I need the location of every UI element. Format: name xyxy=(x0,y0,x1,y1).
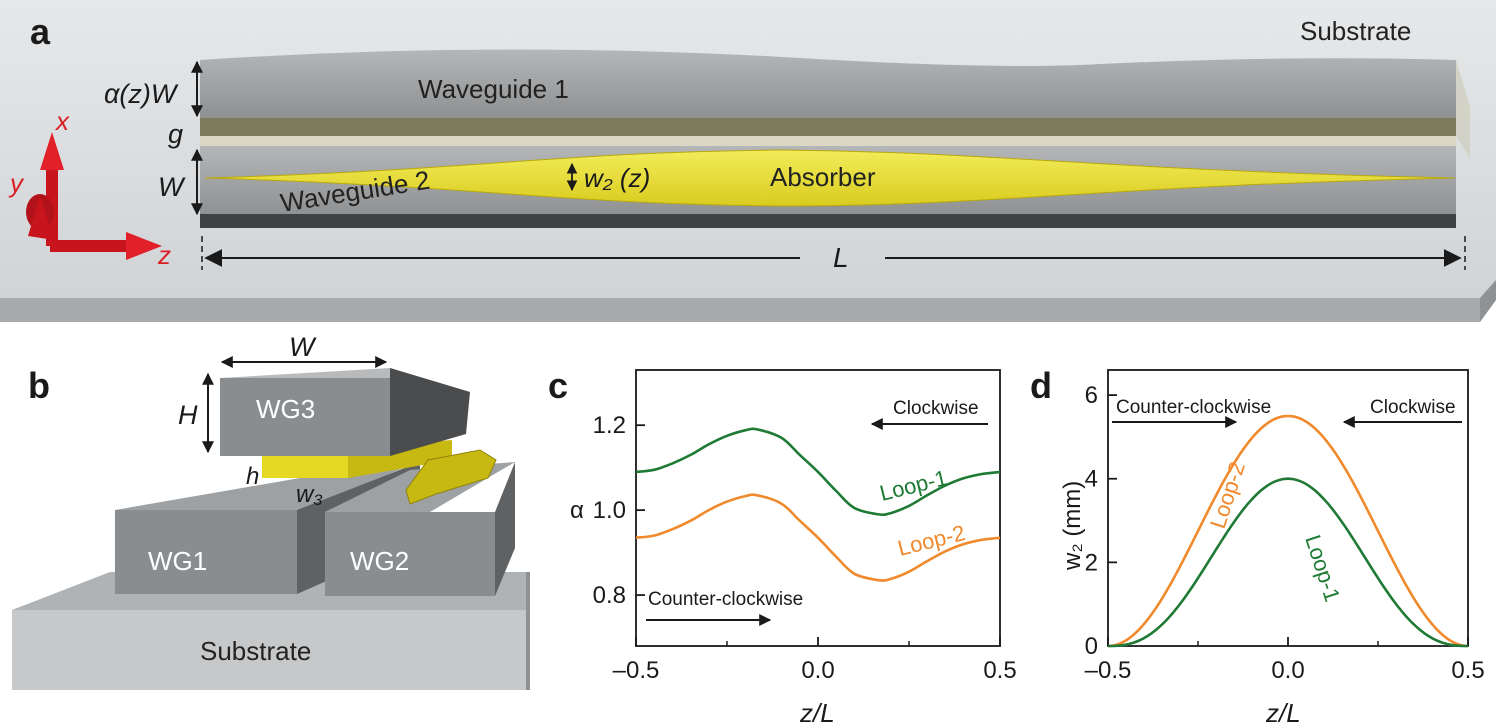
wg2-label: WG2 xyxy=(350,546,409,576)
wg1-block xyxy=(115,510,297,594)
x-tick-label: –0.5 xyxy=(613,657,660,684)
plot-d-lines xyxy=(1107,414,1469,648)
panel-letter-d: d xyxy=(1030,365,1052,406)
plot-c-ylabel: α xyxy=(570,497,584,524)
plot-d-counter-clockwise: Counter-clockwise xyxy=(1116,397,1271,418)
plot-c-clockwise: Clockwise xyxy=(893,398,979,419)
panel-b: b Substrate WG1 WG2 WG3 W H h w₃ xyxy=(12,332,530,690)
waveguide-1-label: Waveguide 1 xyxy=(418,74,569,104)
panel-letter-a: a xyxy=(30,11,51,52)
width-label-a: W xyxy=(158,172,186,202)
x-tick-label: –0.5 xyxy=(1085,657,1132,684)
panel-letter-b: b xyxy=(28,365,50,406)
panel-letter-c: c xyxy=(548,365,568,406)
y-tick-label: 1.0 xyxy=(593,497,626,524)
plot-c-counter-clockwise: Counter-clockwise xyxy=(648,589,803,610)
waveguide-1 xyxy=(200,49,1456,118)
plot-c-xlabel: z/L xyxy=(799,698,835,727)
plot-d-loop2-label: Loop-2 xyxy=(1205,459,1250,532)
series-line-loop-2 xyxy=(635,493,1001,582)
series-line-loop-1 xyxy=(635,427,1001,517)
y-tick-label: 2 xyxy=(1085,549,1098,576)
y-tick-label: 0 xyxy=(1085,633,1098,660)
panel-a: a Substrate Waveguide 1 Waveguide 2 Abso… xyxy=(0,0,1496,322)
axis-y-label: y xyxy=(8,168,25,198)
y-tick-label: 1.2 xyxy=(593,412,626,439)
x-tick-label: 0.5 xyxy=(983,657,1016,684)
x-tick-label: 0.0 xyxy=(801,657,834,684)
panel-d: d –0.5 0.0 0.5 0 2 4 6 z/L w₂ (mm) Counter-clo… xyxy=(1030,365,1485,727)
series-line-loop-2 xyxy=(1107,414,1469,648)
absorber-width-label: w₃ xyxy=(296,481,323,508)
x-tick-label: 0.5 xyxy=(1451,657,1484,684)
plot-c-lines xyxy=(635,427,1001,582)
gap-label: g xyxy=(168,119,183,149)
plot-d-clockwise: Clockwise xyxy=(1370,397,1456,418)
panel-c: c –0.5 0.0 0.5 0.8 1.0 1.2 z/L α Clockwise Co… xyxy=(548,365,1017,727)
series-line-loop-1 xyxy=(1108,477,1468,648)
x-tick-label: 0.0 xyxy=(1271,657,1304,684)
absorber-piece-b xyxy=(405,449,497,505)
wg3-label: WG3 xyxy=(256,394,315,424)
axis-x-label: x xyxy=(54,106,70,136)
height-label-b: H xyxy=(178,400,198,430)
plot-d-loop1-label: Loop-1 xyxy=(1300,532,1345,605)
substrate-label-a: Substrate xyxy=(1300,16,1411,46)
absorber-height-label: h xyxy=(246,463,259,490)
w2z-label: w₂ (z) xyxy=(584,163,650,193)
axis-z-label: z xyxy=(157,240,171,270)
plot-c-loop1-label: Loop-1 xyxy=(877,465,950,506)
wg1-label: WG1 xyxy=(148,546,207,576)
plot-d-ylabel: w₂ (mm) xyxy=(1059,481,1086,571)
substrate-label-b: Substrate xyxy=(200,636,311,666)
plot-c-loop2-label: Loop-2 xyxy=(895,520,968,561)
alpha-w-label: α(z)W xyxy=(104,79,179,109)
y-tick-label: 4 xyxy=(1085,466,1098,493)
wg3-block xyxy=(220,378,390,456)
absorber-shape xyxy=(204,149,1456,207)
coordinate-axes xyxy=(26,132,162,260)
y-tick-label: 0.8 xyxy=(593,582,626,609)
plot-d-xlabel: z/L xyxy=(1265,698,1301,727)
length-label: L xyxy=(833,242,849,273)
plot-c-ticks: –0.5 0.0 0.5 0.8 1.0 1.2 xyxy=(593,412,1017,684)
plot-d-ticks: –0.5 0.0 0.5 0 2 4 6 xyxy=(1085,382,1485,684)
wg2-block xyxy=(325,512,495,596)
width-label-b: W xyxy=(289,332,317,362)
absorber-label: Absorber xyxy=(770,162,876,192)
substrate-edge-a xyxy=(0,298,1480,322)
y-tick-label: 6 xyxy=(1085,382,1098,409)
